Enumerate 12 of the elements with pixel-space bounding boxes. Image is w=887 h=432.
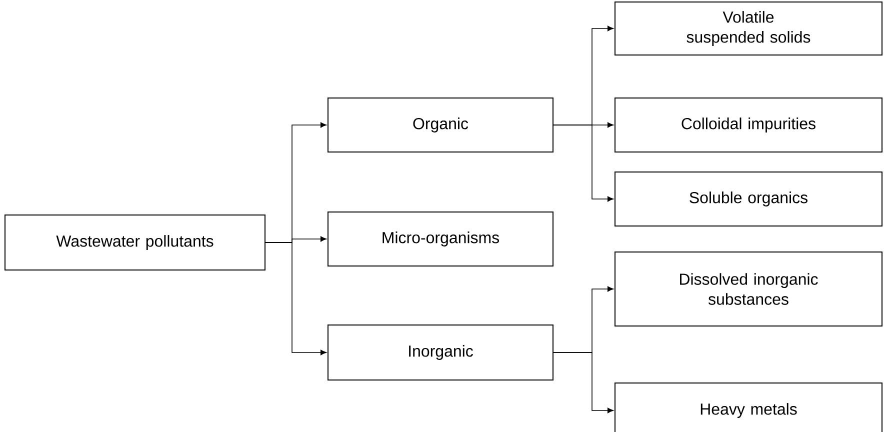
box: Organic: [328, 98, 554, 152]
box: Wastewater pollutants: [4, 214, 266, 270]
box: Inorganic: [328, 324, 554, 380]
box: Dissolved inorganic substances: [614, 252, 882, 326]
arrow: [553, 124, 614, 202]
box: Heavy metals: [614, 382, 882, 432]
box: Colloidal impurities: [614, 98, 882, 152]
arrow: [265, 242, 326, 356]
box: Volatile suspended solids: [614, 2, 882, 56]
box: Micro-organisms: [328, 212, 554, 266]
arrow: [553, 352, 614, 414]
box: Soluble organics: [614, 172, 882, 226]
